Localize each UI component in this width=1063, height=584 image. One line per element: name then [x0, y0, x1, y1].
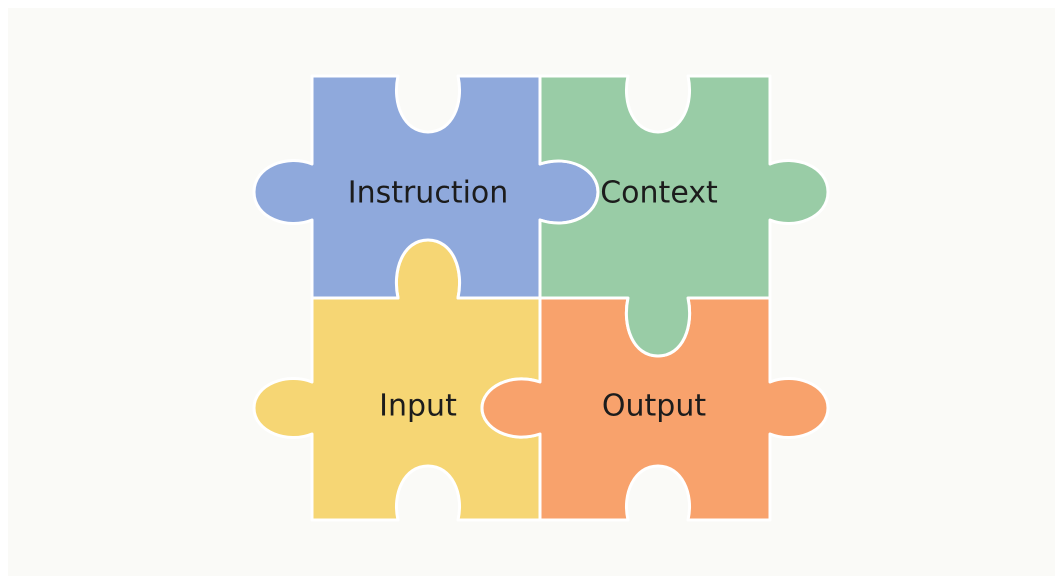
context-label: Context	[600, 176, 718, 211]
instruction-label: Instruction	[348, 176, 509, 211]
context-piece	[538, 74, 830, 358]
output-label: Output	[602, 389, 706, 424]
input-label: Input	[379, 389, 457, 424]
